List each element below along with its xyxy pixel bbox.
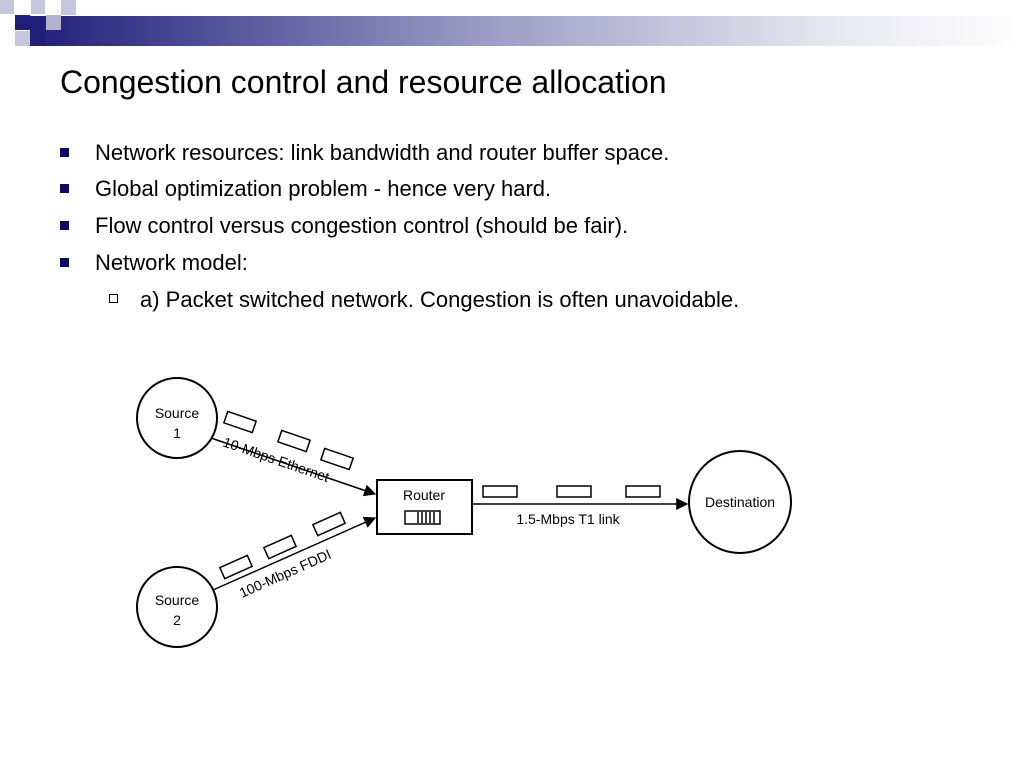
network-diagram: Source 1 Source 2 Router Destination 10-… — [136, 377, 792, 648]
destination-node — [688, 450, 792, 554]
packet — [262, 534, 298, 560]
bullet-text: a) Packet switched network. Congestion i… — [140, 287, 740, 312]
packet — [319, 447, 355, 471]
packet — [556, 485, 592, 498]
deco-square — [15, 15, 30, 30]
link-source1-label: 10-Mbps Ethernet — [221, 434, 332, 485]
link-source2-router — [212, 516, 377, 591]
source1-node — [136, 377, 218, 459]
packet — [311, 511, 347, 537]
packets-source2 — [218, 511, 347, 580]
hollow-square-bullet-icon — [109, 294, 118, 303]
deco-square — [46, 15, 61, 30]
packet — [218, 554, 254, 580]
deco-square — [15, 31, 30, 46]
square-bullet-icon — [60, 184, 69, 193]
link-source1-router — [210, 437, 377, 497]
bullet-text: Global optimization problem - hence very… — [95, 176, 552, 201]
router-buffer-icon — [404, 510, 441, 525]
bullet-text: Network model: — [95, 250, 248, 275]
bullet-text: Network resources: link bandwidth and ro… — [95, 140, 670, 165]
title-decoration-bar — [0, 0, 1024, 46]
router-label: Router — [403, 487, 445, 503]
source1-label-line2: 1 — [173, 425, 181, 441]
link-out-label: 1.5-Mbps T1 link — [516, 511, 620, 527]
deco-square — [31, 31, 46, 46]
packets-source1 — [222, 410, 355, 471]
slide-title: Congestion control and resource allocati… — [60, 64, 667, 100]
packets-output — [482, 485, 661, 498]
deco-square — [61, 0, 76, 15]
square-bullet-icon — [60, 221, 69, 230]
router-node — [376, 479, 473, 535]
packet — [625, 485, 661, 498]
deco-square — [31, 0, 45, 14]
packet — [482, 485, 518, 498]
source2-node — [136, 566, 218, 648]
deco-square — [0, 0, 14, 14]
gradient-strip — [30, 16, 1024, 46]
source2-label-line2: 2 — [173, 612, 181, 628]
square-bullet-icon — [60, 258, 69, 267]
destination-label: Destination — [705, 494, 775, 510]
source2-label-line1: Source — [155, 592, 200, 608]
packet — [276, 429, 312, 453]
bullet-text: Flow control versus congestion control (… — [95, 213, 629, 238]
square-bullet-icon — [60, 148, 69, 157]
packet — [222, 410, 258, 434]
deco-square — [46, 0, 61, 15]
source1-label-line1: Source — [155, 405, 200, 421]
